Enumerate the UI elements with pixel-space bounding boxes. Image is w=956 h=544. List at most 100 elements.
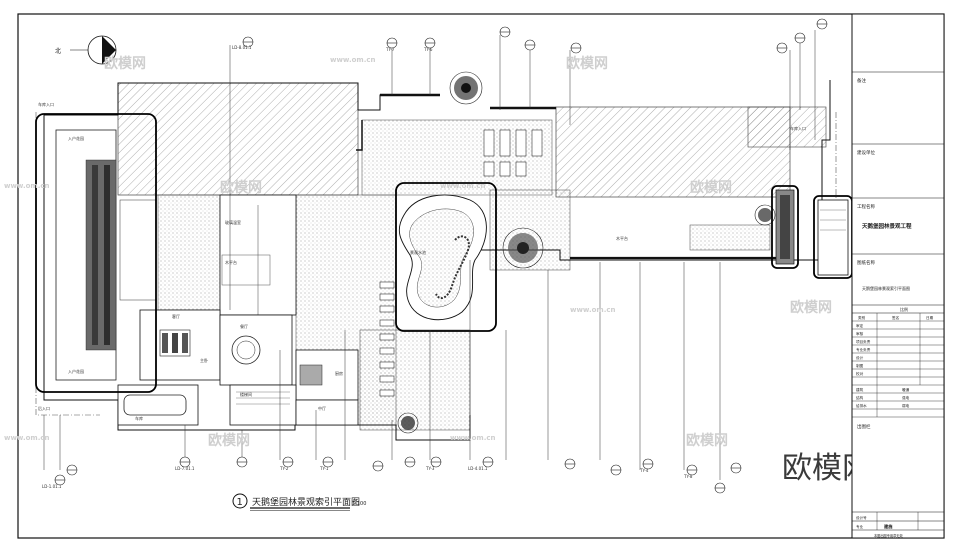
paving-zone-5: [359, 329, 471, 431]
callout-leaders: [43, 30, 816, 480]
label-entry-east: 车库入口: [790, 125, 806, 131]
label-hall: 中厅: [318, 405, 326, 411]
drawing-title-text: 天鹅堡园林景观索引平面图: [252, 496, 360, 508]
tb-drawing-name-label: 图纸名称: [857, 259, 875, 266]
zoom-frame-entry-garden: [35, 113, 157, 393]
tb-role: 项目负责: [856, 339, 871, 344]
callout-markers-top: [242, 18, 828, 54]
label-deck: 木平台: [616, 235, 628, 241]
paving-zone-6: [689, 224, 771, 251]
tree-center: [502, 227, 544, 269]
tb-discipline-label: 专业: [856, 524, 864, 529]
watermark: 欧模网: [566, 55, 608, 72]
tb-discipline-value: 强电: [902, 395, 910, 400]
watermark: 欧模网: [686, 432, 728, 449]
living-room: [139, 309, 221, 381]
watermark: www.om.cn: [330, 56, 376, 64]
callout-label: TY-2: [279, 466, 289, 471]
label-entry-main-south: 入户花园: [68, 368, 84, 374]
paving-zone-1: [157, 194, 221, 311]
callout-label: TY-7: [385, 47, 395, 52]
callout-label: TY-4: [639, 468, 649, 473]
label-entry-car: 车库入口: [38, 101, 54, 107]
tb-header: 日期: [926, 315, 934, 320]
watermark: 欧模网: [220, 179, 262, 196]
callout-label: TY-3: [425, 466, 435, 471]
tb-discipline: 给排水: [856, 403, 867, 408]
title-block: 备注 建设单位 工程名称 天鹅堡园林景观工程 图纸名称 天鹅堡园林景观索引平面图…: [851, 13, 945, 539]
tb-project-label: 工程名称: [857, 203, 875, 210]
watermark: www.om.cn: [450, 434, 496, 442]
label-glass-house: 玻璃温室: [225, 219, 241, 225]
label-dining: 餐厅: [240, 323, 248, 329]
watermark: 欧模网: [790, 299, 832, 316]
tb-role: 设计: [856, 355, 864, 360]
tb-discipline-value-main: 建施: [883, 523, 893, 530]
site-plan: 北: [35, 18, 853, 511]
north-arrow: 北: [55, 35, 117, 65]
label-kitchen: 厨房: [335, 370, 343, 376]
tb-notes-label: 备注: [857, 77, 866, 84]
shrub-bed-west: [85, 159, 117, 351]
tb-role: 审定: [856, 323, 864, 328]
drawing-title: 1 天鹅堡园林景观索引平面图 1:100: [232, 493, 366, 511]
label-master: 主卧: [200, 357, 208, 363]
watermark: www.om.cn: [4, 182, 50, 190]
tb-discipline-value: 弱电: [902, 403, 910, 408]
watermark: www.om.cn: [440, 182, 486, 190]
watermark: www.om.cn: [570, 306, 616, 314]
tb-stamp-label: 出图栏: [857, 423, 871, 430]
label-living: 客厅: [172, 313, 180, 319]
label-entry-main: 入户花园: [68, 135, 84, 141]
tree-east: [754, 204, 776, 226]
zoom-frame-pond: [395, 182, 497, 332]
dining-table: [231, 335, 261, 365]
callout-markers-bottom: [54, 456, 742, 494]
stair-hall: [229, 384, 297, 426]
tb-role: 制图: [856, 363, 864, 368]
north-label: 北: [55, 47, 61, 55]
tree-north: [449, 71, 483, 105]
callout-label: LD-1.01.1: [42, 484, 62, 489]
drawing-scale: 1:100: [352, 501, 366, 507]
tb-discipline-value: 暖通: [902, 387, 910, 392]
tree-south: [397, 412, 419, 434]
tb-header: 类别: [858, 315, 866, 320]
tb-role: 校对: [856, 371, 864, 376]
tb-drawing-no-label: 设计号: [856, 515, 867, 520]
callout-label: TY-8: [683, 474, 693, 479]
tb-drawing-name: 天鹅堡园林景观索引平面图: [862, 285, 910, 291]
car-outline: [123, 394, 187, 416]
tb-header: 签名: [892, 315, 900, 320]
tb-discipline: 建筑: [856, 387, 864, 392]
tb-discipline: 结构: [856, 395, 864, 400]
callout-label: LD-4.01.1: [468, 466, 488, 471]
label-rear-entry: 后入口: [38, 405, 50, 411]
watermark: 欧模网: [104, 55, 146, 72]
tb-footer: 本图出图专用章无效: [874, 533, 903, 538]
label-stair: 楼梯间: [240, 391, 252, 397]
tb-scale-label: 比例: [900, 306, 908, 312]
tb-signature-table: [852, 313, 944, 418]
label-pool: 景观水池: [410, 249, 426, 255]
tb-role: 审核: [856, 331, 864, 336]
building-hatch-west: [117, 82, 359, 196]
tb-role: 专业负责: [856, 347, 871, 352]
tb-project-name: 天鹅堡园林景观工程: [862, 222, 912, 230]
dining-room: [219, 314, 293, 386]
callout-label: TY-1: [319, 466, 329, 471]
watermark: www.om.cn: [4, 434, 50, 442]
zoom-frame-planter: [771, 185, 799, 269]
drawing-number: 1: [237, 497, 243, 508]
building-hatch-corner: [747, 106, 827, 148]
watermark: 欧模网: [208, 432, 250, 449]
stepping-stones: [379, 129, 543, 397]
tb-client-label: 建设单位: [857, 149, 875, 156]
callout-label: LD-8.01.1: [232, 45, 252, 50]
callout-label: LD-7.01.1: [175, 466, 195, 471]
entry-steps-east: [817, 199, 849, 276]
label-garage: 车库: [135, 415, 143, 421]
label-pavilion: 木平台: [225, 259, 237, 265]
callout-label: TY-6: [423, 47, 433, 52]
